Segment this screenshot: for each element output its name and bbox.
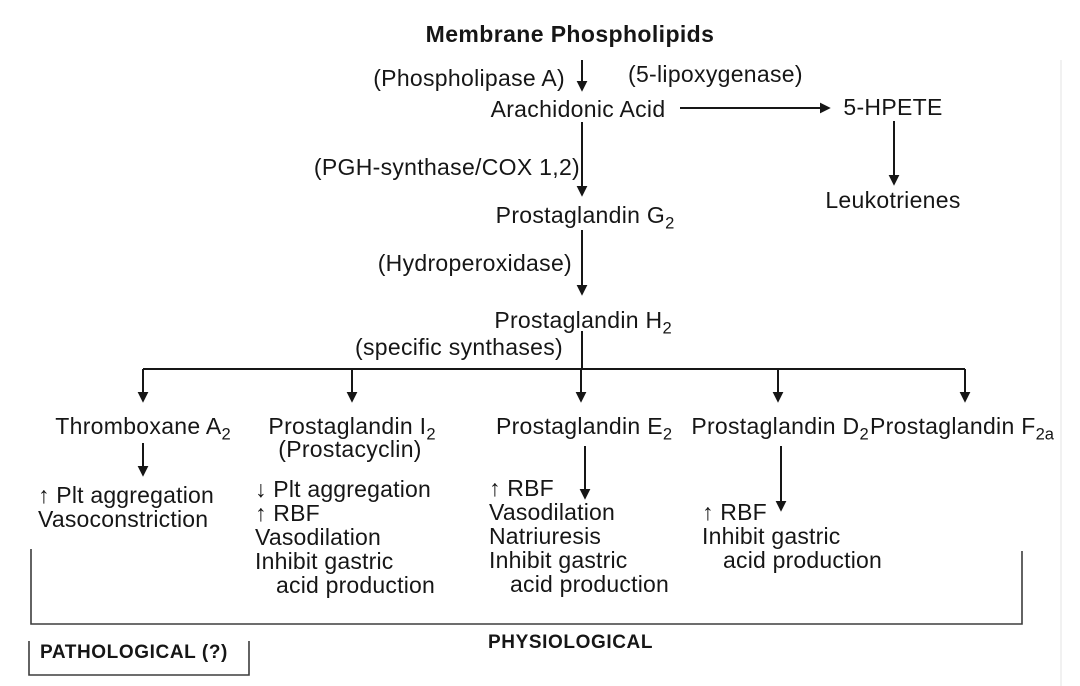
bracket-pathological	[28, 641, 250, 676]
product-label: Thromboxane A	[55, 413, 222, 439]
node-label: Prostaglandin G	[495, 202, 666, 228]
enzyme-phospholipase-a: (Phospholipase A)	[373, 65, 565, 91]
node-leukotrienes: Leukotrienes	[825, 187, 961, 213]
effect-line: acid production	[276, 572, 435, 598]
pgd2-effects-list: ↑ RBF Inhibit gastric acid production	[702, 500, 882, 572]
product-label: Prostaglandin I	[268, 413, 427, 439]
enzyme-hydroperoxidase: (Hydroperoxidase)	[377, 250, 572, 276]
effect-line: Inhibit gastric	[255, 548, 394, 574]
effect-line: Inhibit gastric	[702, 523, 841, 549]
product-label: Prostaglandin F	[870, 413, 1036, 439]
effect-line: ↑ RBF	[489, 475, 554, 501]
bracket-physiological	[30, 549, 1023, 625]
effect-line: ↑ RBF	[255, 500, 320, 526]
effect-line: Natriuresis	[489, 523, 602, 549]
node-prostaglandin-g2: Prostaglandin G2	[495, 202, 675, 231]
node-prostaglandin-h2: Prostaglandin H2	[494, 307, 671, 336]
effect-line: Vasodilation	[489, 499, 616, 525]
pgi2-effects-list: ↓ Plt aggregation ↑ RBF Vasodilation Inh…	[255, 477, 435, 597]
subscript: 2	[221, 424, 231, 444]
effect-line: Vasoconstriction	[38, 506, 209, 532]
effect-line: acid production	[723, 547, 882, 573]
effect-line: ↑ Plt aggregation	[38, 482, 215, 508]
product-thromboxane-a2: Thromboxane A2	[55, 413, 230, 442]
subscript: 2	[426, 424, 436, 444]
node-arachidonic-acid: Arachidonic Acid	[490, 96, 666, 122]
effect-line: Vasodilation	[255, 524, 382, 550]
label-physiological: PHYSIOLOGICAL	[488, 632, 654, 653]
product-prostaglandin-f2a: Prostaglandin F2a	[870, 413, 1054, 442]
node-label: Prostaglandin H	[494, 307, 663, 333]
product-prostaglandin-i2: Prostaglandin I2	[268, 413, 435, 442]
product-prostaglandin-e2: Prostaglandin E2	[495, 413, 672, 442]
subscript: 2a	[1035, 424, 1054, 444]
product-prostaglandin-d2: Prostaglandin D2	[691, 413, 868, 442]
pge2-effects-list: ↑ RBF Vasodilation Natriuresis Inhibit g…	[489, 476, 669, 596]
subscript: 2	[662, 318, 672, 338]
product-label: Prostaglandin D	[691, 413, 860, 439]
product-prostacyclin-alt-name: (Prostacyclin)	[278, 436, 422, 462]
title-membrane-phospholipids: Membrane Phospholipids	[425, 21, 715, 47]
effect-line: ↓ Plt aggregation	[255, 476, 432, 502]
effect-line: ↑ RBF	[702, 499, 767, 525]
effect-line: acid production	[510, 571, 669, 597]
subscript: 2	[665, 213, 675, 233]
subscript: 2	[662, 424, 673, 444]
product-label: Prostaglandin E	[495, 413, 663, 439]
enzyme-5-lipoxygenase: (5-lipoxygenase)	[628, 61, 803, 87]
subscript: 2	[859, 424, 869, 444]
node-5-hpete: 5-HPETE	[843, 94, 943, 120]
label-pathological: PATHOLOGICAL (?)	[40, 642, 228, 663]
txa2-effects-list: ↑ Plt aggregation Vasoconstriction	[38, 483, 214, 531]
enzyme-specific-synthases: (specific synthases)	[355, 334, 563, 360]
effect-line: Inhibit gastric	[489, 547, 628, 573]
enzyme-pgh-synthase-cox: (PGH-synthase/COX 1,2)	[313, 154, 580, 180]
